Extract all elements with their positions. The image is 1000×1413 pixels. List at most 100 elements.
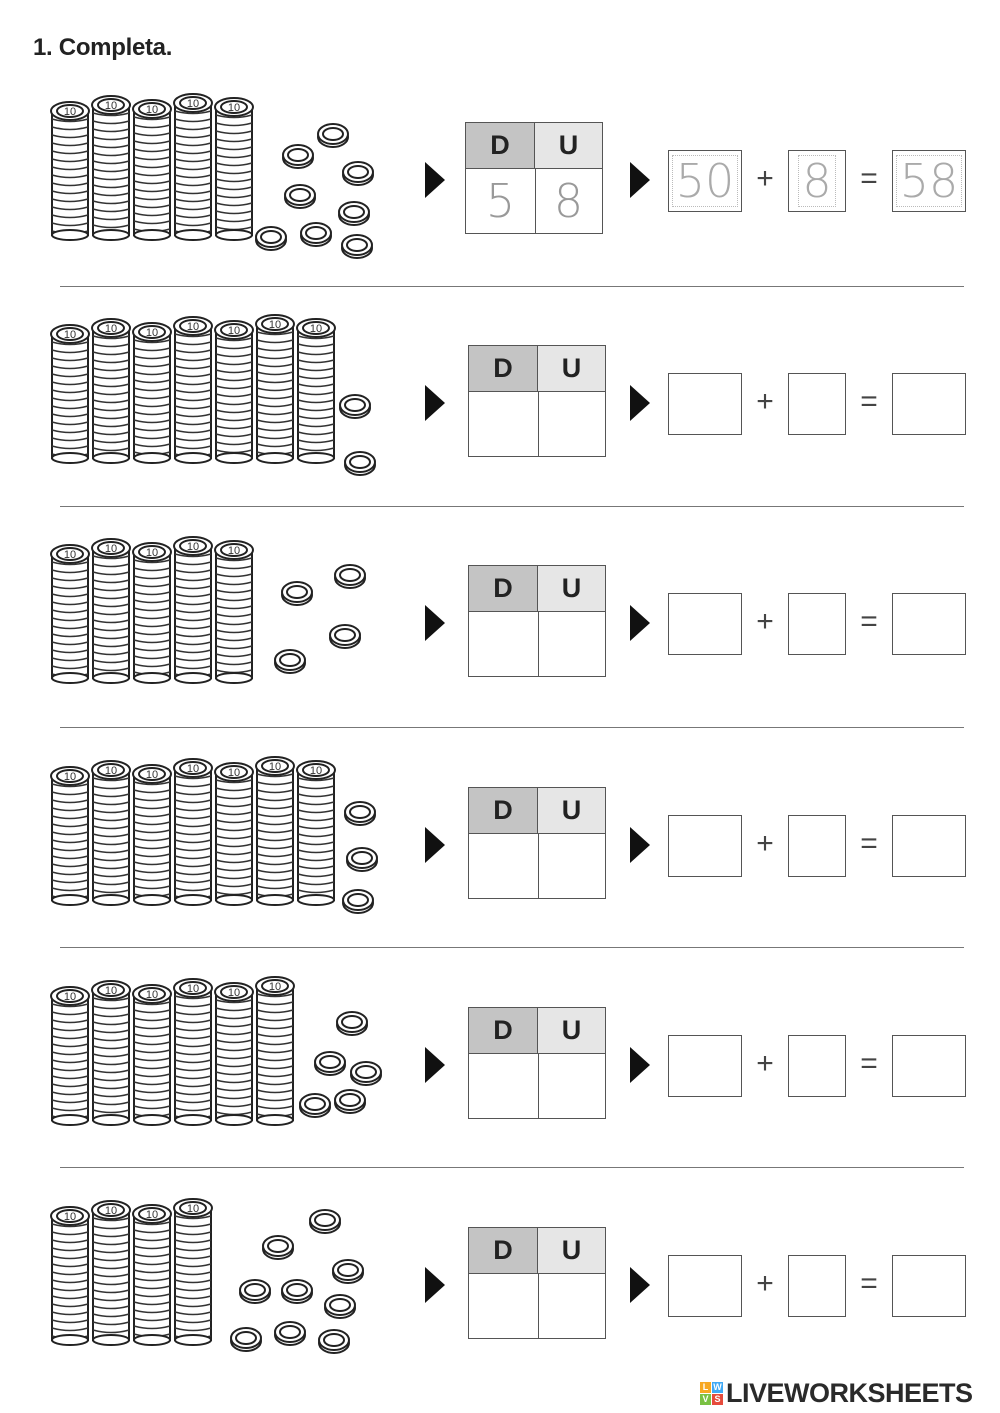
tens-sum-box[interactable] [668, 1035, 742, 1097]
equals-sign: = [860, 385, 878, 418]
coin-edge [51, 1099, 89, 1104]
units-sum-box[interactable] [788, 1255, 846, 1317]
coin-edge [51, 1011, 89, 1016]
tens-sum-box[interactable] [668, 593, 742, 655]
units-sum-box[interactable] [788, 593, 846, 655]
tens-sum-box[interactable] [668, 373, 742, 435]
units-sum-box[interactable]: 8 [788, 150, 846, 212]
coin-stack-body [51, 110, 89, 236]
units-answer-cell[interactable] [538, 392, 605, 456]
coin-edge [133, 821, 171, 826]
total-box[interactable]: 58 [892, 150, 966, 212]
tens-sum-box[interactable] [668, 815, 742, 877]
coin-value-label: 10 [187, 541, 199, 553]
loose-coin [274, 649, 306, 674]
coin-edge [215, 425, 253, 430]
coin-edge [215, 186, 253, 191]
loose-coin-inner [305, 226, 327, 240]
units-sum-box[interactable] [788, 1035, 846, 1097]
coin-stack: 10 [91, 980, 131, 1126]
total-box[interactable] [892, 373, 966, 435]
coin-edge [92, 603, 130, 608]
tens-answer-cell[interactable] [469, 1054, 539, 1118]
coin-edge [133, 116, 171, 121]
total-box[interactable] [892, 1255, 966, 1317]
units-answer-cell[interactable] [538, 1274, 605, 1338]
coin-edge [133, 196, 171, 201]
tens-answer-cell[interactable] [469, 392, 539, 456]
tens-answer-cell[interactable] [469, 1274, 539, 1338]
coin-edge [92, 667, 130, 672]
coin-edge [174, 871, 212, 876]
units-sum-box[interactable] [788, 373, 846, 435]
coin-edge [51, 585, 89, 590]
coin-stack-base [174, 1114, 212, 1126]
coin-edge [297, 383, 335, 388]
coin-edge [133, 1057, 171, 1062]
coin-edge [133, 583, 171, 588]
coin-edge [92, 176, 130, 181]
coin-edge [92, 833, 130, 838]
coin-edge [92, 635, 130, 640]
coin-edge [215, 1015, 253, 1020]
coin-top-inner [220, 100, 248, 114]
coin-edge [215, 377, 253, 382]
total-box[interactable] [892, 1035, 966, 1097]
coin-edge [297, 431, 335, 436]
coin-edge [215, 345, 253, 350]
coin-edge [215, 1071, 253, 1076]
coin-stack-base [133, 1114, 171, 1126]
coin-edge [92, 1093, 130, 1098]
coin-edge [297, 335, 335, 340]
coin-edge [256, 339, 294, 344]
coin-edge [92, 1053, 130, 1058]
coin-stack-base [256, 894, 294, 906]
units-answer-cell[interactable] [538, 612, 605, 676]
tens-sum-box[interactable]: 50 [668, 150, 742, 212]
coin-edge [215, 803, 253, 808]
coin-edge [215, 557, 253, 562]
coin-edge [215, 122, 253, 127]
coin-edge [215, 843, 253, 848]
coin-edge [256, 885, 294, 890]
units-answer-cell[interactable] [538, 834, 605, 898]
coin-value-label: 10 [146, 989, 158, 1001]
coin-edge [256, 379, 294, 384]
coin-edge [92, 375, 130, 380]
coin-edge [51, 625, 89, 630]
coin-edge [133, 1073, 171, 1078]
tens-answer-cell[interactable] [469, 612, 539, 676]
loose-coin-inner [339, 1093, 361, 1107]
coin-edge [215, 1055, 253, 1060]
coin-edge [133, 1081, 171, 1086]
coin-edge [133, 443, 171, 448]
tens-header: D [469, 788, 538, 834]
tens-answer-cell[interactable] [469, 834, 539, 898]
total-box[interactable] [892, 593, 966, 655]
tens-sum-box[interactable] [668, 1255, 742, 1317]
units-answer-cell[interactable] [538, 1054, 605, 1118]
coin-edge [92, 881, 130, 886]
coin-edge [51, 445, 89, 450]
coin-value-label: 10 [146, 1209, 158, 1221]
tens-answer-cell[interactable]: 5 [466, 169, 536, 233]
equals-sign: = [860, 1047, 878, 1080]
exercise-title: 1. Completa. [33, 34, 173, 61]
coin-stack: 10 [214, 540, 254, 684]
tens-header: D [466, 123, 535, 169]
coin-stack-base [133, 1334, 171, 1346]
coin-edge [51, 609, 89, 614]
coin-edge [215, 597, 253, 602]
loose-coin-inner [344, 398, 366, 412]
total-box[interactable] [892, 815, 966, 877]
coin-edge [174, 1327, 212, 1332]
coin-edge [297, 817, 335, 822]
units-answer-cell[interactable]: 8 [553, 174, 584, 228]
coin-value-label: 10 [269, 319, 281, 331]
units-sum-box[interactable] [788, 815, 846, 877]
coin-edge [51, 879, 89, 884]
coin-top-inner [138, 545, 166, 559]
coin-value-label: 10 [146, 547, 158, 559]
